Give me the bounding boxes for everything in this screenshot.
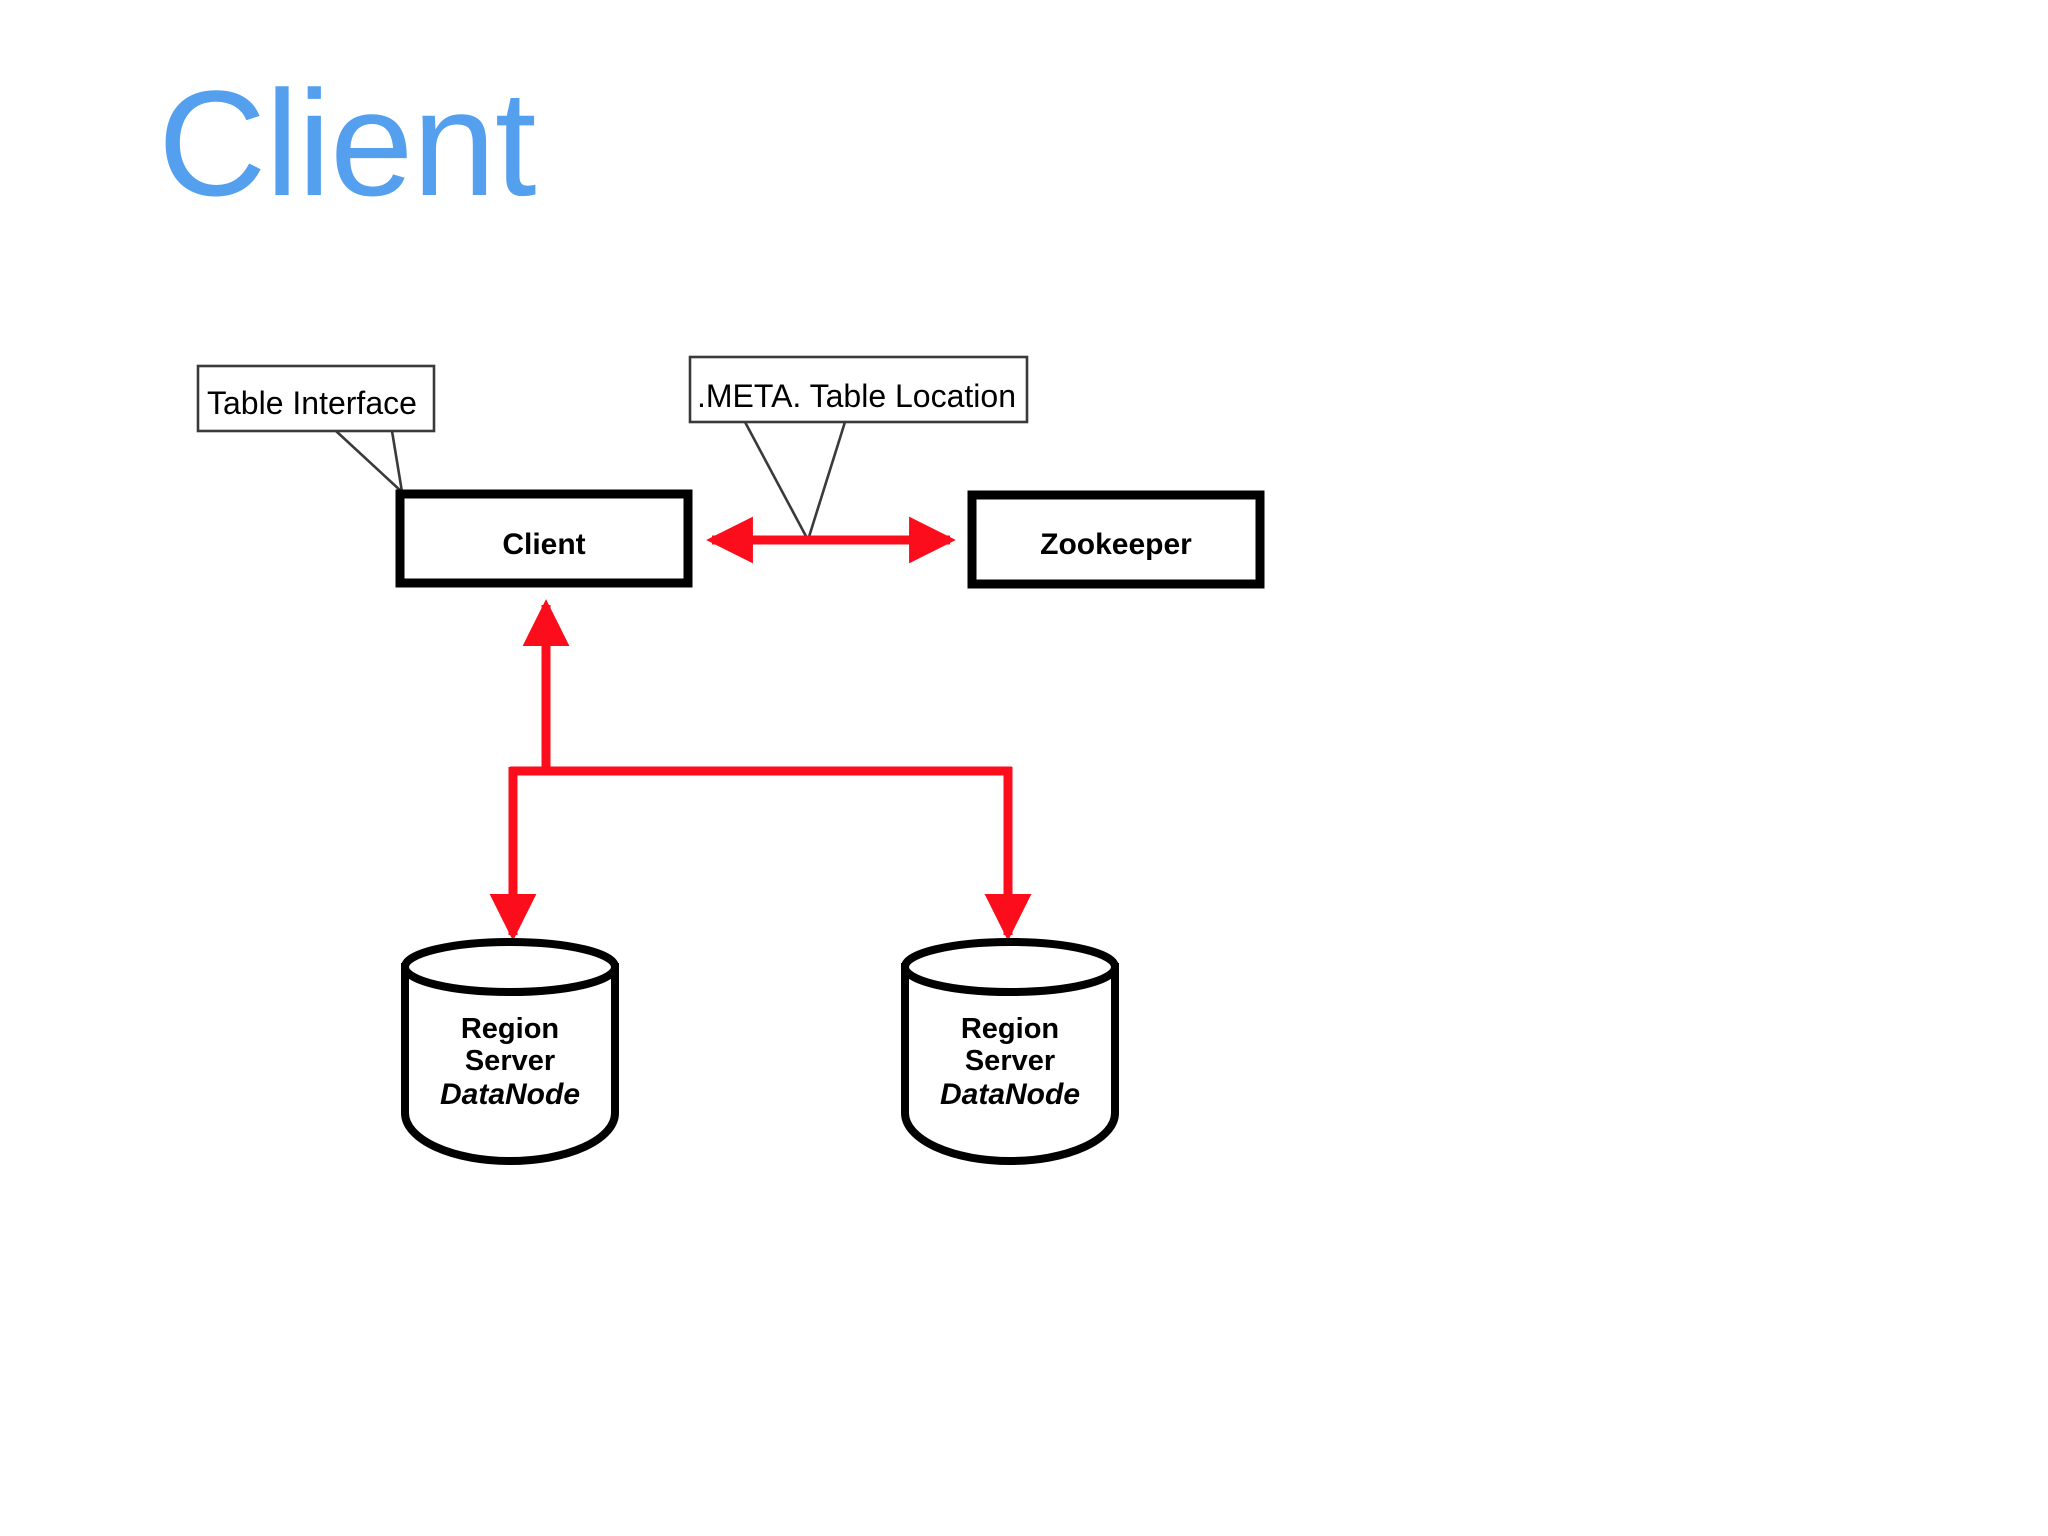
callout-table-interface-tail-right (390, 430, 404, 493)
callout-meta-tail-right (806, 421, 847, 541)
callout-table-interface-tail-left (335, 430, 403, 493)
region-server-2-line2: Server (964, 1045, 1056, 1078)
arrow-regionservers-to-client (489, 599, 1032, 941)
region-server-1-line1: Region (460, 1013, 560, 1045)
region-server-2-line3: DataNode (939, 1077, 1081, 1111)
region-server-2-line1: Region (960, 1013, 1060, 1045)
region-server-1-top-ellipse (401, 938, 619, 996)
callout-meta-label: .META. Table Location (697, 378, 1016, 414)
region-server-2-label: Region Server DataNode (900, 1013, 1120, 1112)
region-server-1-label: Region Server DataNode (400, 1013, 620, 1112)
callout-meta-tail-left (743, 421, 810, 541)
callout-table-interface-label: Table Interface (207, 385, 417, 421)
node-client-label: Client (502, 528, 586, 561)
region-server-1-line2: Server (464, 1045, 556, 1078)
region-server-1-line3: DataNode (439, 1077, 581, 1111)
region-server-2-top-ellipse (901, 938, 1119, 996)
page-title: Client (158, 59, 536, 227)
node-zookeeper-label: Zookeeper (1040, 528, 1192, 561)
